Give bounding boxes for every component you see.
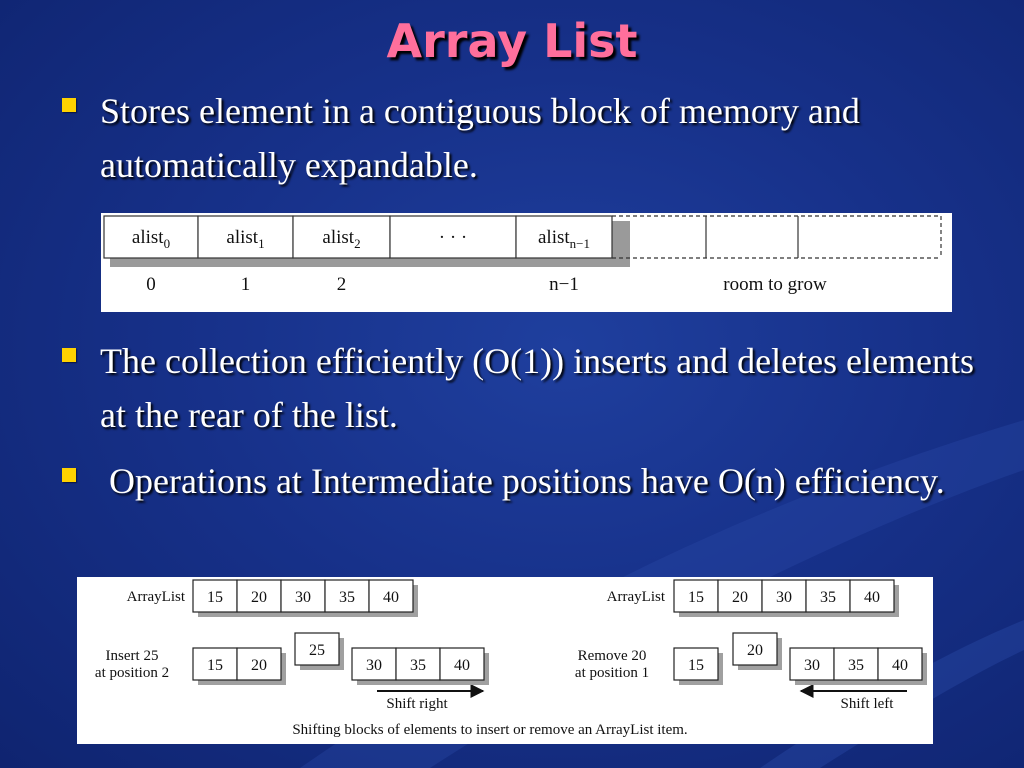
bullet-item: The collection efficiently (O(1)) insert… — [62, 334, 982, 442]
left-list-value: 35 — [339, 589, 355, 606]
square-bullet-icon — [62, 468, 76, 482]
bullet-text: Stores element in a contiguous block of … — [100, 91, 860, 185]
bullet-item: Stores element in a contiguous block of … — [62, 84, 982, 192]
bullet-text: The collection efficiently (O(1)) insert… — [100, 341, 975, 435]
remove-position-label: at position 1 — [575, 665, 649, 681]
insert-position-label: at position 2 — [95, 665, 169, 681]
shifting-figure: ArrayList Insert 25 at position 2 ArrayL… — [77, 577, 933, 744]
right-list-cell — [761, 579, 807, 613]
array-cell-label: alist0 — [132, 227, 170, 251]
array-cell — [292, 215, 391, 259]
right-moving-cell — [732, 632, 778, 666]
left-shifted-cell — [439, 647, 485, 681]
right-list-value: 15 — [688, 589, 704, 606]
right-list-cell — [849, 579, 895, 613]
right-moving-value: 20 — [747, 642, 763, 659]
array-cell — [515, 215, 613, 259]
left-kept-cell — [192, 647, 238, 681]
arraylist-label-left: ArrayList — [127, 589, 186, 605]
left-list-value: 40 — [383, 589, 399, 606]
remove-label: Remove 20 — [578, 648, 647, 664]
left-list-cell — [236, 579, 282, 613]
array-cell-label: alistn−1 — [538, 227, 590, 251]
left-kept-value: 20 — [251, 657, 267, 674]
array-cell-label: · · · — [439, 227, 467, 248]
insert-label: Insert 25 — [106, 648, 159, 664]
array-index-label: n−1 — [549, 274, 579, 295]
left-shifted-value: 35 — [410, 657, 426, 674]
arraylist-label-right: ArrayList — [607, 589, 666, 605]
figure-caption: Shifting blocks of elements to insert or… — [292, 722, 687, 738]
array-index-label: 0 — [146, 274, 156, 295]
right-shifted-cell — [833, 647, 879, 681]
square-bullet-icon — [62, 348, 76, 362]
array-index-label: 1 — [241, 274, 251, 295]
room-to-grow-cells — [612, 215, 942, 259]
right-kept-value: 15 — [688, 657, 704, 674]
array-cell-label: alist2 — [322, 227, 360, 251]
left-list-cell — [368, 579, 414, 613]
shift-left-label: Shift left — [841, 696, 895, 712]
left-kept-cell — [236, 647, 282, 681]
left-list-cell — [324, 579, 370, 613]
array-memory-figure: alist0 alist1 alist2 · · · alistn−1 0 1 2 n−1 r… — [101, 213, 952, 312]
left-list-cell — [192, 579, 238, 613]
right-list-value: 30 — [776, 589, 792, 606]
right-shifted-value: 30 — [804, 657, 820, 674]
left-moving-value: 25 — [309, 642, 325, 659]
left-shifted-value: 30 — [366, 657, 382, 674]
right-list-value: 20 — [732, 589, 748, 606]
shift-right-label: Shift right — [386, 696, 448, 712]
room-to-grow-label: room to grow — [723, 274, 827, 295]
right-shifted-cell — [877, 647, 923, 681]
array-cell-label: alist1 — [226, 227, 264, 251]
right-shifted-value: 40 — [892, 657, 908, 674]
array-index-label: 2 — [337, 274, 347, 295]
right-shifted-value: 35 — [848, 657, 864, 674]
left-shifted-value: 40 — [454, 657, 470, 674]
left-shifted-cell — [351, 647, 397, 681]
left-list-value: 15 — [207, 589, 223, 606]
right-list-cell — [805, 579, 851, 613]
right-list-value: 40 — [864, 589, 880, 606]
bullet-text: Operations at Intermediate positions hav… — [100, 461, 945, 501]
right-kept-cell — [673, 647, 719, 681]
square-bullet-icon — [62, 98, 76, 112]
room-to-grow-dividers — [705, 216, 799, 258]
array-cell — [389, 215, 517, 259]
slide-title: Array List — [386, 14, 638, 68]
array-cell — [103, 215, 199, 259]
left-shifted-cell — [395, 647, 441, 681]
left-kept-value: 15 — [207, 657, 223, 674]
bullet-item: Operations at Intermediate positions hav… — [62, 454, 982, 508]
left-list-value: 30 — [295, 589, 311, 606]
left-list-value: 20 — [251, 589, 267, 606]
left-moving-cell — [294, 632, 340, 666]
array-cell — [197, 215, 294, 259]
right-list-cell — [717, 579, 763, 613]
right-list-value: 35 — [820, 589, 836, 606]
